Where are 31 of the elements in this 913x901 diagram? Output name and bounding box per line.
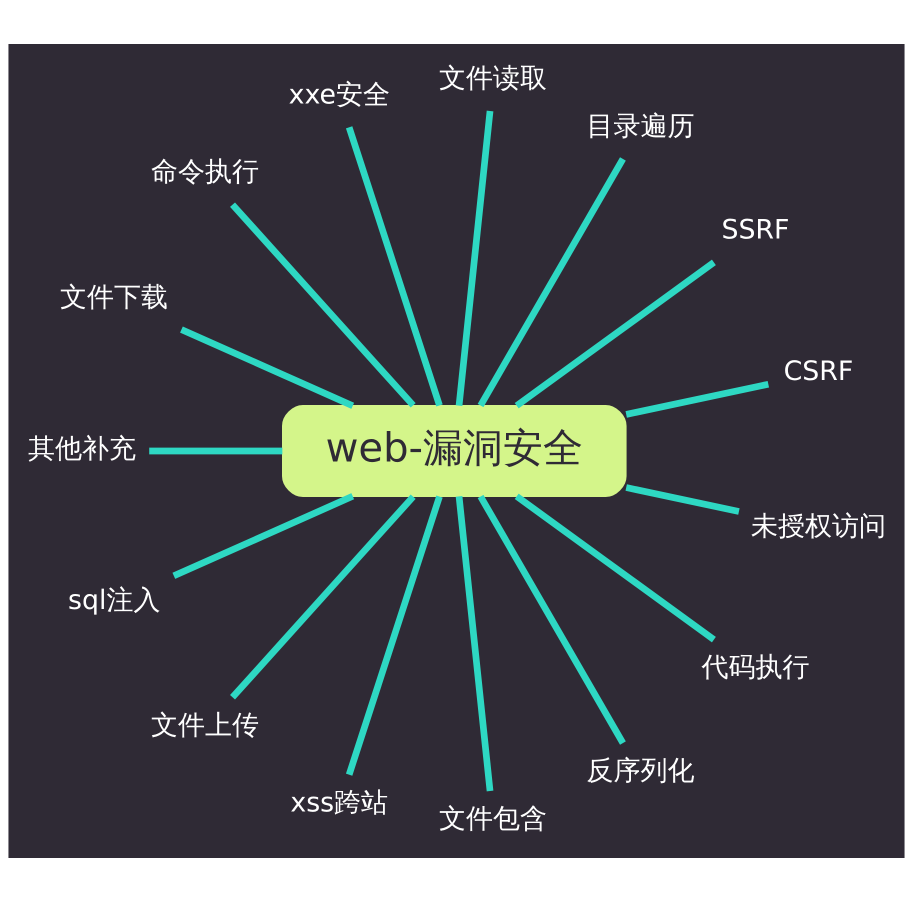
- connector: [478, 494, 626, 744]
- node-text: 反序列化: [586, 755, 694, 786]
- node-text: 文件上传: [151, 709, 260, 740]
- node-text: 文件读取: [439, 62, 548, 94]
- connector: [514, 493, 716, 642]
- node-text: 文件下载: [60, 281, 168, 312]
- connector: [346, 495, 443, 776]
- connector: [456, 496, 494, 791]
- connector: [456, 110, 494, 406]
- connector: [514, 259, 716, 408]
- node-text: 代码执行: [701, 652, 810, 683]
- node-text: 未授权访问: [750, 510, 886, 542]
- node-box: web-漏洞安全: [282, 404, 627, 496]
- node-text: CSRF: [784, 355, 854, 386]
- connector: [230, 202, 416, 408]
- connector: [180, 326, 354, 408]
- node-text: 文件包含: [439, 803, 548, 834]
- node-text: 其他补充: [28, 432, 136, 464]
- connector: [346, 126, 443, 406]
- connector: [626, 380, 770, 418]
- connector: [626, 484, 740, 514]
- node-text: xss跨站: [290, 786, 388, 818]
- node-text: sql注入: [68, 584, 160, 616]
- node-text: 目录遍历: [586, 110, 694, 142]
- node-text: 命令执行: [151, 156, 260, 188]
- node-text: SSRF: [721, 214, 790, 246]
- connector: [149, 447, 282, 454]
- node-text: xxe安全: [288, 78, 390, 110]
- connector: [230, 494, 416, 700]
- connector: [478, 156, 626, 407]
- connector: [172, 492, 354, 578]
